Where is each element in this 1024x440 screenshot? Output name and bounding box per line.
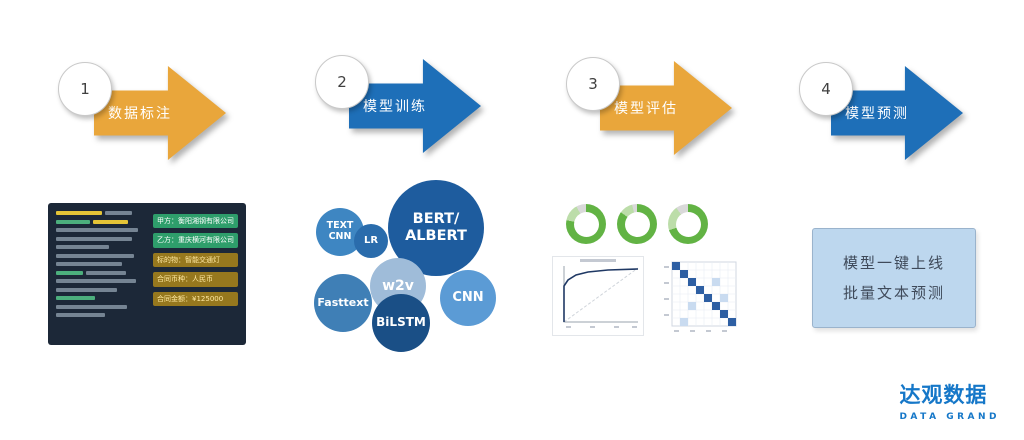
metric-donut-chart-2 <box>617 204 657 244</box>
text-line <box>56 236 145 241</box>
bubble-fasttext: Fasttext <box>314 274 372 332</box>
step-1-arrow: 数据标注 <box>94 66 226 160</box>
step-3-arrow-shape: 模型评估 <box>600 61 732 155</box>
model-bubble-cluster: TEXT CNN LR BERT/ ALBERT w2v Fasttext Bi… <box>312 180 512 352</box>
metric-donut-chart-1 <box>566 204 606 244</box>
highlight-green <box>56 296 96 300</box>
text-line <box>56 211 145 215</box>
datagrand-logo: 达观数据 DATA GRAND <box>899 379 1000 422</box>
step-3-arrow: 模型评估 <box>600 61 732 155</box>
step-3-label: 模型评估 <box>614 101 678 117</box>
bubble-cnn: CNN <box>440 270 496 326</box>
field-amount: 合同金额：¥125000 <box>153 291 238 306</box>
extracted-fields-panel: 甲方：衡阳湘钢有限公司 乙方：重庆横河有限公司 标的物：智能交通灯 合同币种：人… <box>153 214 238 337</box>
step-3-number: 3 <box>588 75 598 93</box>
text-segment <box>56 304 128 309</box>
step-2-label: 模型训练 <box>363 99 427 115</box>
field-currency: 合同币种：人民币 <box>153 272 238 287</box>
step-4-number: 4 <box>821 80 831 98</box>
text-line <box>56 262 145 266</box>
field-party-b: 乙方：重庆横河有限公司 <box>153 233 238 248</box>
roc-curve-chart <box>552 256 644 336</box>
text-line <box>56 279 145 283</box>
step-4-arrow: 模型预测 <box>831 66 963 160</box>
text-segment <box>56 228 138 232</box>
step-1-arrow-shape: 数据标注 <box>94 66 226 160</box>
text-segment <box>56 253 135 258</box>
text-segment <box>56 236 132 241</box>
step-1-number: 1 <box>80 80 90 98</box>
prediction-description-text: 模型一键上线 批量文本预测 <box>842 254 945 302</box>
metric-donut-chart-3 <box>668 204 708 244</box>
highlight-yellow <box>92 219 129 224</box>
field-subject: 标的物：智能交通灯 <box>153 252 238 268</box>
bubble-bilstm: BiLSTM <box>372 294 430 352</box>
highlight-green <box>56 270 83 275</box>
text-line <box>56 228 145 232</box>
highlight-green <box>56 219 90 224</box>
bubble-lr: LR <box>354 224 388 258</box>
step-2-arrow: 模型训练 <box>349 59 481 153</box>
confusion-matrix-chart <box>664 261 737 332</box>
prediction-description-box: 模型一键上线 批量文本预测 <box>812 228 976 328</box>
step-4-number-badge: 4 <box>799 62 853 116</box>
text-segment <box>85 270 126 275</box>
text-line <box>56 304 145 309</box>
field-party-a: 甲方：衡阳湘钢有限公司 <box>153 214 238 229</box>
text-segment <box>56 262 122 266</box>
text-segment <box>56 279 137 283</box>
text-line <box>56 296 145 300</box>
step-2-number-badge: 2 <box>315 55 369 109</box>
step-2-number: 2 <box>337 73 347 91</box>
step-1-label: 数据标注 <box>108 106 172 122</box>
logo-cn-text: 达观数据 <box>899 383 988 407</box>
text-segment <box>105 211 132 215</box>
step-2-arrow-shape: 模型训练 <box>349 59 481 153</box>
text-segment <box>56 245 110 249</box>
step-1-number-badge: 1 <box>58 62 112 116</box>
text-line <box>56 219 145 224</box>
step-3-number-badge: 3 <box>566 57 620 111</box>
text-line <box>56 253 145 258</box>
text-line <box>56 313 145 317</box>
text-line <box>56 287 145 292</box>
contract-annotation-screenshot: 甲方：衡阳湘钢有限公司 乙方：重庆横河有限公司 标的物：智能交通灯 合同币种：人… <box>48 203 246 345</box>
step-4-label: 模型预测 <box>845 106 909 122</box>
text-line <box>56 270 145 275</box>
contract-text-region <box>56 211 145 337</box>
text-line <box>56 245 145 249</box>
text-segment <box>56 313 105 317</box>
logo-en-text: DATA GRAND <box>899 412 1000 422</box>
highlight-yellow <box>56 211 103 215</box>
text-segment <box>56 287 117 292</box>
